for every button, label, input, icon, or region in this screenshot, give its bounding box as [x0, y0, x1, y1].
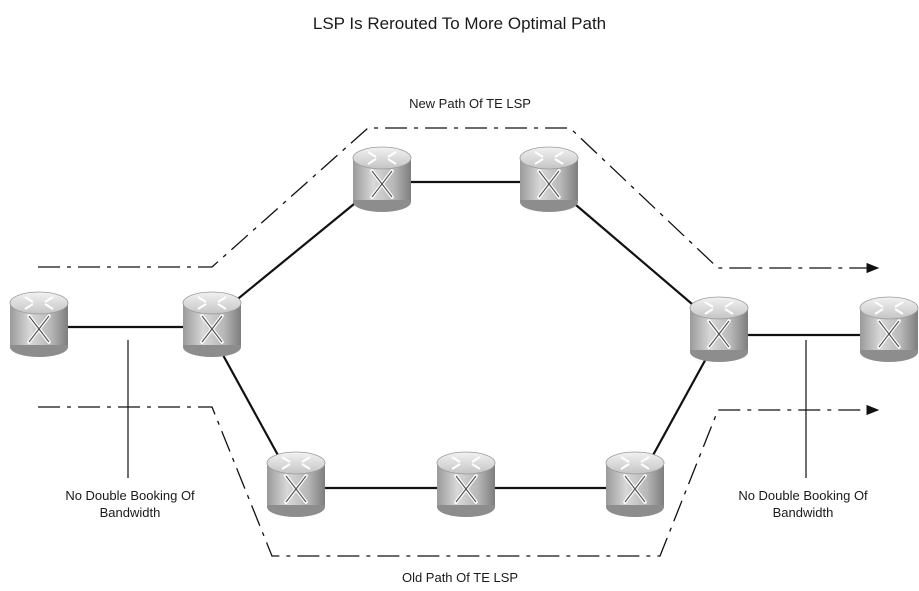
- router-icon: [8, 290, 70, 359]
- router-icon: [518, 145, 580, 214]
- router-icon: [265, 450, 327, 519]
- old-path-lsp: [38, 404, 880, 557]
- note-right: No Double Booking Of Bandwidth: [738, 488, 868, 520]
- note-left: No Double Booking Of Bandwidth: [65, 488, 195, 520]
- diagram-title: LSP Is Rerouted To More Optimal Path: [312, 14, 607, 33]
- link-head-end-top-left: [211, 181, 382, 321]
- router-icon: [435, 450, 497, 519]
- new-path-label: New Path Of TE LSP: [409, 96, 531, 111]
- router-icon: [858, 295, 919, 364]
- old-path-label: Old Path Of TE LSP: [401, 570, 519, 585]
- link-top-right-tail-end: [548, 181, 720, 328]
- router-icon: [351, 145, 413, 214]
- router-icon: [181, 290, 243, 359]
- router-icon: [688, 295, 750, 364]
- new-path-lsp: [38, 127, 880, 274]
- router-icon: [604, 450, 666, 519]
- links: [42, 180, 890, 490]
